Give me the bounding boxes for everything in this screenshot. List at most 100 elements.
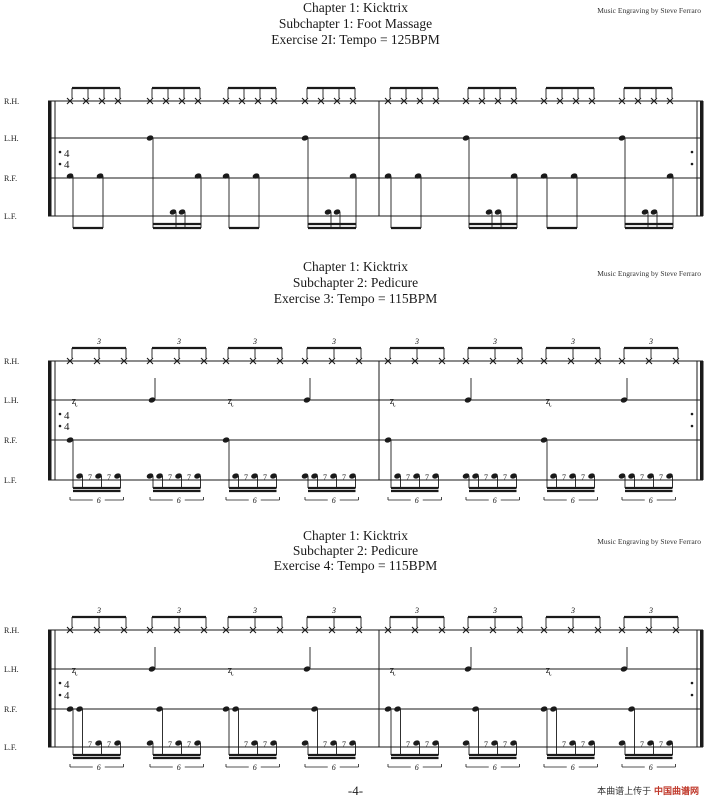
eighth-rest: 7 xyxy=(323,473,327,482)
sextuplet-number: 6 xyxy=(177,763,181,772)
tuplet-number-bg xyxy=(644,496,657,504)
cymbal-x-head xyxy=(249,626,257,634)
cymbal-x-head xyxy=(146,357,154,365)
sextuplet-number: 6 xyxy=(571,763,575,772)
tuplet-number-bg xyxy=(248,496,261,504)
sextuplet-number: 6 xyxy=(332,496,336,505)
staff-label-lh: L.H. xyxy=(4,665,19,674)
note-head xyxy=(66,706,74,712)
cymbal-x-head xyxy=(317,97,325,105)
cymbal-x-head xyxy=(222,357,230,365)
tuplet-number-bg xyxy=(248,763,261,771)
exercise-2-subchapter: Subchapter 2: Pedicure xyxy=(292,275,419,290)
cymbal-x-head xyxy=(494,97,502,105)
staff-label-rh: R.H. xyxy=(4,357,19,366)
cymbal-x-head xyxy=(384,97,392,105)
cymbal-x-head xyxy=(384,626,392,634)
triplet-number: 3 xyxy=(331,606,336,615)
note-head xyxy=(432,740,439,746)
eighth-rest: 7 xyxy=(640,473,644,482)
note-head xyxy=(384,706,392,712)
note-head xyxy=(222,173,230,179)
cymbal-x-head xyxy=(572,97,580,105)
eighth-rest: 7 xyxy=(342,740,346,749)
cymbal-x-head xyxy=(416,97,424,105)
note-head xyxy=(303,666,311,672)
note-head xyxy=(464,666,472,672)
repeat-dot xyxy=(58,150,62,154)
cymbal-x-head xyxy=(462,97,470,105)
triplet-number: 3 xyxy=(176,337,181,346)
cymbal-x-head xyxy=(588,97,596,105)
note-head xyxy=(647,740,654,746)
sextuplet-number: 6 xyxy=(253,496,257,505)
cymbal-x-head xyxy=(400,97,408,105)
eighth-rest: 7 xyxy=(503,473,507,482)
cymbal-x-head xyxy=(540,97,548,105)
cymbal-x-head xyxy=(254,97,262,105)
cymbal-x-head xyxy=(66,97,74,105)
note-head xyxy=(618,473,626,479)
note-head xyxy=(510,473,517,479)
note-head xyxy=(333,209,341,215)
eighth-rest: 7 xyxy=(425,740,429,749)
eighth-rest: 7 xyxy=(263,473,267,482)
staff-label-rf: R.F. xyxy=(4,705,17,714)
note-head xyxy=(114,473,121,479)
time-sig-top: 4 xyxy=(64,679,70,691)
note-head xyxy=(462,473,470,479)
cymbal-x-head xyxy=(146,626,154,634)
note-head xyxy=(620,397,628,403)
quarter-rest: ʐ xyxy=(228,665,234,676)
site-watermark: 本曲谱上传于 中国曲谱网 xyxy=(597,784,699,797)
exercise-2-chapter: Chapter 1: Kicktrix xyxy=(303,259,408,274)
cymbal-x-head xyxy=(411,357,419,365)
eighth-rest: 7 xyxy=(406,473,410,482)
cymbal-x-head xyxy=(178,97,186,105)
triplet-number: 3 xyxy=(414,606,419,615)
cymbal-x-head xyxy=(462,626,470,634)
sextuplet-number: 6 xyxy=(177,496,181,505)
note-head xyxy=(384,437,392,443)
cymbal-x-head xyxy=(146,97,154,105)
tuplet-number-bg xyxy=(92,763,105,771)
quarter-rest: ʐ xyxy=(546,396,552,407)
quarter-rest: ʐ xyxy=(72,665,78,676)
triplet-number: 3 xyxy=(176,606,181,615)
start-repeat-bar xyxy=(48,361,52,480)
cymbal-x-head xyxy=(645,357,653,365)
note-head xyxy=(324,209,332,215)
note-head xyxy=(169,209,177,215)
note-head xyxy=(570,173,578,179)
cymbal-x-head xyxy=(222,626,230,634)
exercise-3-chapter: Chapter 1: Kicktrix xyxy=(303,528,408,543)
exercise-1-title: Exercise 2I: Tempo = 125BPM xyxy=(271,32,440,47)
note-head xyxy=(620,666,628,672)
note-head xyxy=(491,473,498,479)
note-head xyxy=(251,740,258,746)
note-head xyxy=(540,437,548,443)
tuplet-number-bg xyxy=(488,496,501,504)
note-head xyxy=(618,135,626,141)
repeat-dot xyxy=(58,412,62,416)
cymbal-x-head xyxy=(249,357,257,365)
exercise-3-subchapter: Subchapter 2: Pedicure xyxy=(292,543,419,558)
note-head xyxy=(175,740,182,746)
quarter-rest: ʐ xyxy=(390,665,396,676)
cymbal-x-head xyxy=(162,97,170,105)
cymbal-x-head xyxy=(194,97,202,105)
tuplet-number-bg xyxy=(488,763,501,771)
eighth-rest: 7 xyxy=(484,740,488,749)
quarter-rest: ʐ xyxy=(546,665,552,676)
repeat-dot xyxy=(690,424,694,428)
eighth-rest: 7 xyxy=(107,740,111,749)
cymbal-x-head xyxy=(301,626,309,634)
tuplet-number-bg xyxy=(410,763,423,771)
exercise-2-credit: Music Engraving by Steve Ferraro xyxy=(597,269,701,278)
triplet-number: 3 xyxy=(570,337,575,346)
sextuplet-number: 6 xyxy=(571,496,575,505)
repeat-dot xyxy=(690,681,694,685)
cymbal-x-head xyxy=(355,357,363,365)
triplet-number: 3 xyxy=(492,606,497,615)
note-head xyxy=(384,173,392,179)
